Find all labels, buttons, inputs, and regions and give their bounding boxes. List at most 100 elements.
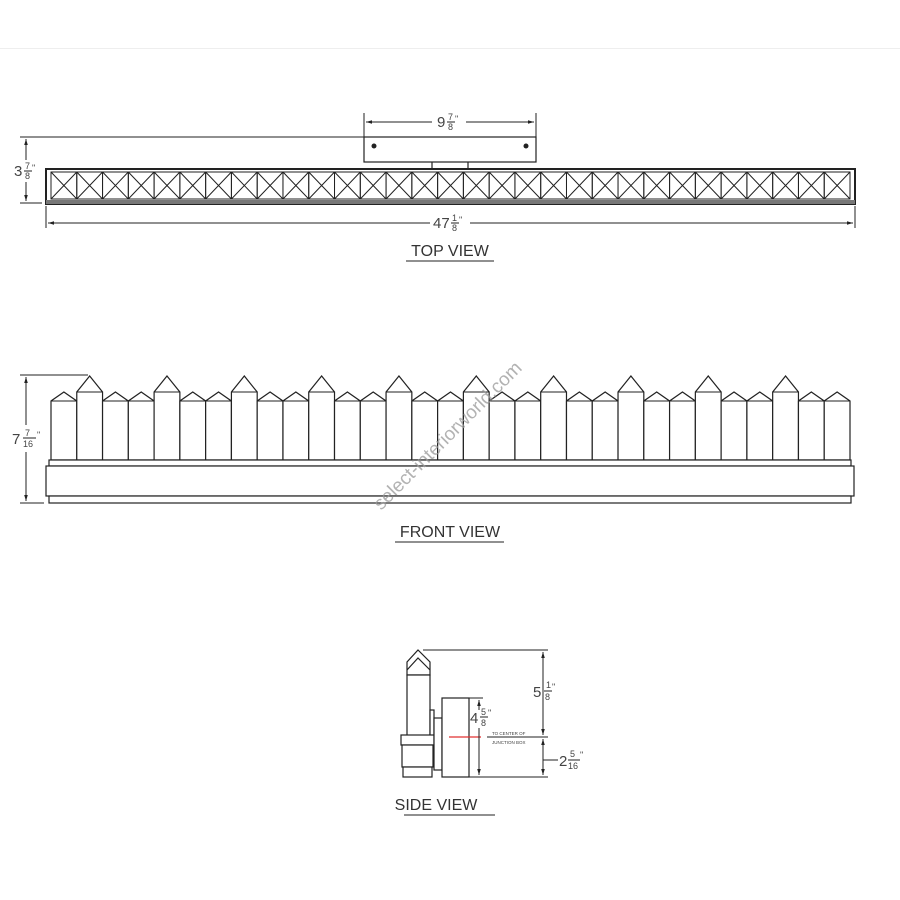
- cross-mark: [772, 171, 799, 200]
- cross-mark: [720, 171, 748, 200]
- crystal-short: [720, 391, 748, 461]
- dimension-mount-width: 9 7 8 ": [437, 112, 458, 132]
- cross-mark: [256, 171, 284, 200]
- cross-mark: [127, 171, 155, 200]
- crystal-short: [668, 391, 696, 461]
- svg-text:": ": [459, 215, 462, 225]
- cross-mark: [643, 171, 670, 200]
- svg-text:": ": [552, 682, 555, 692]
- dimension-depth: 3 7 8 ": [14, 161, 35, 181]
- screw-icon: [371, 143, 377, 149]
- crystal-short: [179, 391, 207, 461]
- crystal-tall: [230, 375, 258, 461]
- base-bottom-strip: [48, 495, 852, 504]
- junction-note: TO CENTER OF: [492, 731, 526, 736]
- mounting-plate: [363, 136, 537, 163]
- cross-mark: [798, 171, 825, 200]
- svg-text:8: 8: [481, 718, 486, 728]
- dimension-backplate-height: 4 5 8 ": [470, 707, 491, 728]
- cross-mark: [669, 171, 696, 200]
- svg-text:9: 9: [437, 114, 445, 131]
- svg-text:8: 8: [452, 223, 457, 233]
- crystal-side: [406, 649, 431, 676]
- svg-text:": ": [580, 750, 583, 760]
- cross-mark: [437, 171, 464, 200]
- crystal-tall: [617, 375, 645, 461]
- cross-mark: [463, 171, 490, 200]
- crystals: [50, 375, 851, 461]
- cross-mark: [359, 171, 387, 200]
- crystal-short: [282, 391, 310, 461]
- crystal-tall: [385, 375, 413, 461]
- svg-text:7: 7: [25, 161, 30, 171]
- cross-mark: [385, 171, 413, 200]
- crystal-tall: [76, 375, 104, 461]
- base-body: [45, 465, 855, 497]
- svg-text:47: 47: [433, 215, 450, 232]
- crystal-short: [746, 391, 774, 461]
- cross-mark: [102, 171, 129, 200]
- svg-text:8: 8: [545, 692, 550, 702]
- side-view: 5 1 8 " 4 5 8 " TO CENTER OF JUNCTION BO…: [395, 649, 583, 816]
- svg-text:8: 8: [25, 171, 30, 181]
- cross-mark: [76, 171, 103, 200]
- crystal-short: [514, 391, 542, 461]
- cross-mark: [334, 171, 361, 200]
- svg-text:": ": [32, 163, 35, 173]
- crystal-tall: [540, 375, 568, 461]
- crystal-short: [823, 391, 851, 461]
- svg-text:2: 2: [559, 753, 567, 770]
- svg-text:8: 8: [448, 122, 453, 132]
- cross-mark: [591, 171, 619, 200]
- crystal-side-body: [406, 674, 431, 738]
- junction-note: JUNCTION BOX: [492, 740, 526, 745]
- side-view-title: SIDE VIEW: [395, 797, 479, 814]
- dimension-length: 47 1 8 ": [433, 213, 462, 233]
- crystal-short: [643, 391, 671, 461]
- crystal-short: [333, 391, 361, 461]
- cross-mark: [566, 171, 593, 200]
- top-border: [0, 0, 900, 49]
- cross-mark: [694, 171, 722, 200]
- crystal-tall: [772, 375, 800, 461]
- top-view: 9 7 8 " 3 7 8 " 47 1 8 " TOP VIEW: [14, 112, 856, 262]
- svg-text:": ": [37, 430, 40, 440]
- cross-mark: [179, 171, 207, 200]
- cross-mark: [514, 171, 542, 200]
- crystal-tall: [694, 375, 722, 461]
- crystal-short: [797, 391, 825, 461]
- crystal-short: [565, 391, 593, 461]
- crystal-short: [256, 391, 284, 461]
- crystal-short: [50, 391, 78, 461]
- cross-mark: [823, 171, 851, 200]
- cross-mark: [308, 171, 335, 200]
- dimension-height: 7 7 16 ": [12, 428, 40, 449]
- crystal-short: [591, 391, 619, 461]
- crystal-cells: [50, 171, 851, 200]
- crystal-short: [127, 391, 155, 461]
- crystal-short: [205, 391, 233, 461]
- crystal-short: [101, 391, 129, 461]
- cross-mark: [540, 171, 567, 200]
- cross-mark: [153, 171, 181, 200]
- svg-text:7: 7: [448, 112, 453, 122]
- crystal-tall: [153, 375, 181, 461]
- dimension-below-center: 2 5 16 ": [559, 749, 583, 771]
- cross-mark: [488, 171, 516, 200]
- svg-text:5: 5: [570, 749, 575, 759]
- base-top-strip: [48, 459, 852, 467]
- crystal-short: [359, 391, 387, 461]
- crystal-cell: [823, 171, 851, 200]
- svg-text:7: 7: [12, 431, 20, 448]
- cross-mark: [746, 171, 774, 200]
- cross-mark: [617, 171, 645, 200]
- bar-shadow: [46, 200, 855, 204]
- cross-mark: [282, 171, 310, 200]
- screw-icon: [523, 143, 529, 149]
- front-view-title: FRONT VIEW: [400, 524, 501, 541]
- svg-text:3: 3: [14, 163, 22, 180]
- cross-mark: [205, 171, 232, 200]
- svg-text:5: 5: [533, 684, 541, 701]
- cross-mark: [231, 171, 258, 200]
